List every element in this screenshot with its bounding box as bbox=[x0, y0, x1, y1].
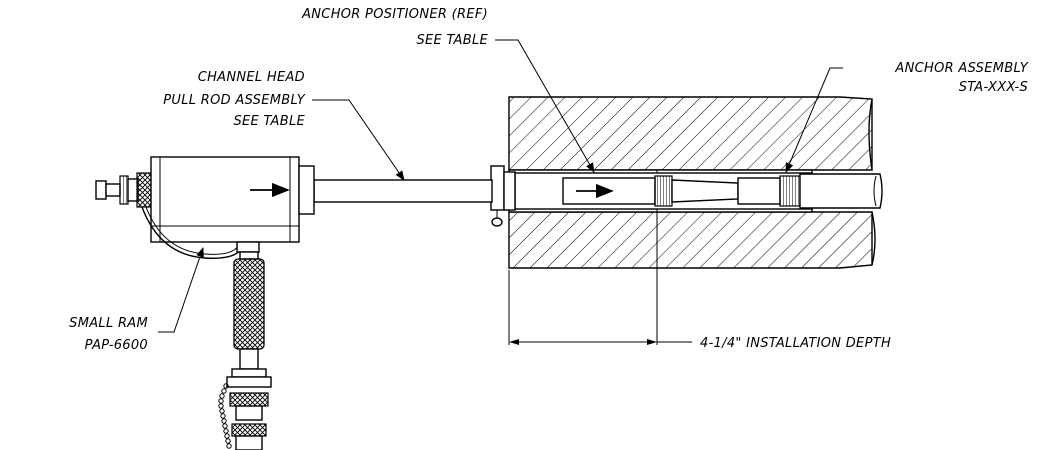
wall-lower-section bbox=[508, 211, 873, 269]
pull-rod-leader bbox=[312, 99, 405, 181]
anchor-assembly-label-1: ANCHOR ASSEMBLY bbox=[894, 61, 1028, 76]
anchor-assembly bbox=[490, 165, 883, 227]
leader-lines bbox=[158, 39, 843, 333]
coupler-knurl-upper bbox=[229, 392, 269, 407]
ram-rear-knurled-nut bbox=[136, 172, 152, 208]
ram-body bbox=[150, 156, 300, 243]
wall-upper-section bbox=[508, 96, 873, 171]
dust-cap-chain bbox=[218, 383, 232, 449]
anchor-positioner-label-2: SEE TABLE bbox=[416, 33, 488, 48]
small-ram-leader bbox=[158, 247, 204, 333]
anchor-assembly-leader bbox=[785, 67, 843, 173]
anchor-assembly-label-2: STA-XXX-S bbox=[959, 80, 1028, 95]
installation-depth-label: 4-1/4" INSTALLATION DEPTH bbox=[700, 336, 891, 351]
installation-depth-dimension bbox=[509, 339, 692, 345]
pull-rod-label-1: CHANNEL HEAD bbox=[198, 70, 305, 85]
pull-rod bbox=[313, 179, 493, 203]
anchor-positioner-leader bbox=[495, 39, 595, 173]
coupler-knurl-lower bbox=[231, 423, 267, 437]
small-ram-label-1: SMALL RAM bbox=[69, 316, 148, 331]
pull-rod-label-2: PULL ROD ASSEMBLY bbox=[163, 93, 305, 108]
small-ram-label-2: PAP-6600 bbox=[85, 338, 148, 353]
small-ram bbox=[95, 156, 315, 450]
pull-rod-label-3: SEE TABLE bbox=[233, 114, 305, 129]
anchor-positioner-label-1: ANCHOR POSITIONER (REF) bbox=[301, 7, 488, 22]
ram-knurled-handle bbox=[233, 258, 265, 350]
